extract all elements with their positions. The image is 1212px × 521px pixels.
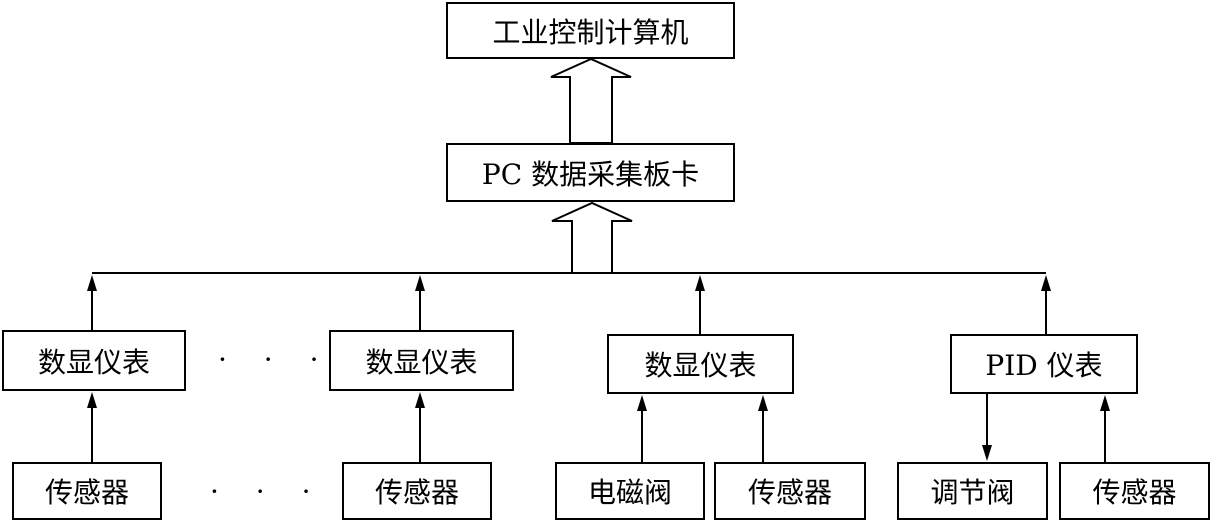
ellipsis-instruments: · · · (218, 343, 333, 376)
arrow-instrument-4-to-bus (1041, 275, 1051, 334)
sensor-box-4: 传感器 (1059, 462, 1210, 520)
digital-display-instrument-1: 数显仪表 (2, 330, 186, 391)
pid-instrument: PID 仪表 (950, 334, 1138, 394)
arrow-solenoid-valve-to-instrument-3 (637, 395, 647, 462)
hollow-arrow-bus-to-card (551, 201, 633, 274)
sensor-box-1: 传感器 (12, 462, 162, 520)
sensor-box-2: 传感器 (342, 462, 492, 520)
control-valve-box: 调节阀 (897, 462, 1048, 520)
arrow-instrument-1-to-bus (87, 275, 97, 330)
industrial-computer-box: 工业控制计算机 (446, 2, 735, 59)
arrow-sensor-4-to-pid (1100, 395, 1110, 462)
arrow-instrument-3-to-bus (695, 275, 705, 334)
arrow-pid-to-control-valve (982, 394, 992, 461)
arrow-instrument-2-to-bus (415, 275, 425, 330)
arrow-sensor-3-to-instrument-3 (758, 395, 768, 462)
daq-card-box: PC 数据采集板卡 (446, 143, 735, 202)
arrow-sensor-1-to-instrument-1 (87, 392, 97, 462)
hollow-arrow-card-to-computer (550, 57, 632, 144)
ellipsis-devices: · · · (210, 475, 325, 508)
sensor-box-3: 传感器 (714, 462, 866, 520)
digital-display-instrument-3: 数显仪表 (607, 334, 794, 394)
solenoid-valve-box: 电磁阀 (555, 462, 705, 520)
digital-display-instrument-2: 数显仪表 (329, 330, 514, 391)
arrow-sensor-2-to-instrument-2 (415, 392, 425, 462)
